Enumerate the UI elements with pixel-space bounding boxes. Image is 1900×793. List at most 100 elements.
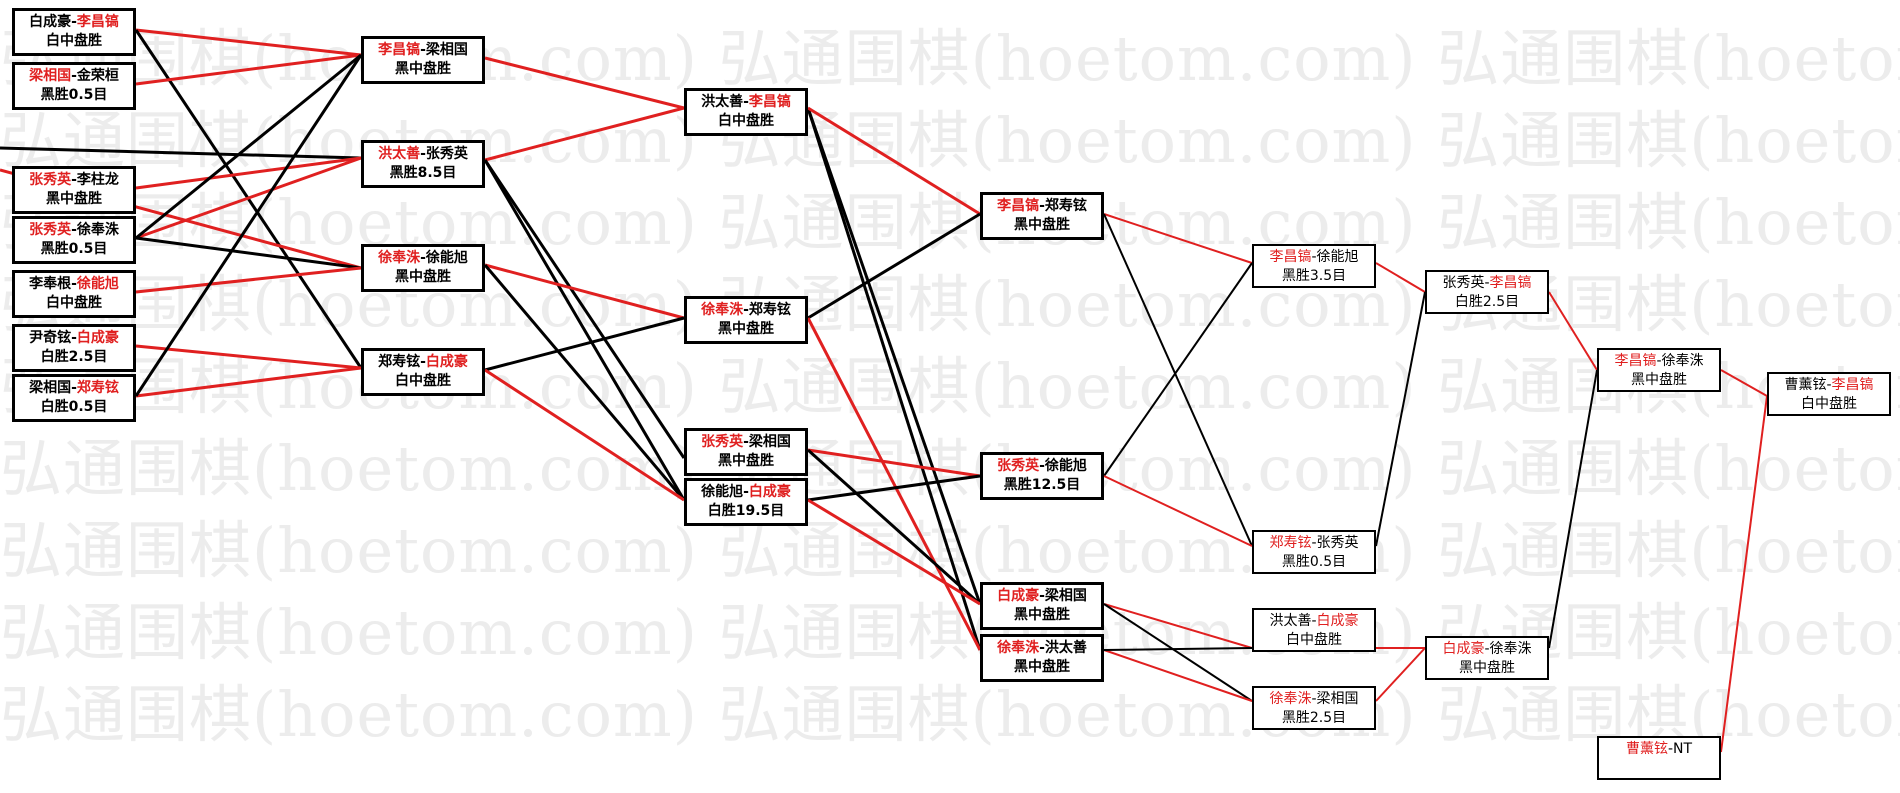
player-name: 李昌镐 (1614, 353, 1657, 369)
player-name: 洪太善 (1044, 640, 1087, 656)
connector-line (135, 28, 362, 57)
player-name: 洪太善 (701, 94, 744, 110)
match-result: 黑中盘胜 (1014, 607, 1070, 623)
match-r1b: 梁相国-金荣桓黑胜0.5目 (12, 62, 136, 110)
player-name: 尹奇铉 (29, 330, 72, 346)
match-result: 黑中盘胜 (1014, 659, 1070, 675)
player-name: 金荣桓 (76, 68, 119, 84)
match-result: 黑中盘胜 (395, 269, 451, 285)
match-r2a: 李昌镐-梁相国黑中盘胜 (361, 36, 485, 84)
player-name: 徐奉洙 (1269, 691, 1312, 707)
connector-line (135, 156, 362, 240)
match-r3c: 张秀英-梁相国黑中盘胜 (684, 428, 808, 476)
connector-line (807, 212, 981, 320)
player-name: 徐奉洙 (701, 302, 744, 318)
match-result: 白中盘胜 (46, 295, 102, 311)
connector-line (1548, 291, 1598, 371)
match-result: 白中盘胜 (46, 33, 102, 49)
connector-line (1720, 369, 1768, 397)
match-r4c: 白成豪-梁相国黑中盘胜 (980, 582, 1104, 630)
player-name: 徐能旭 (425, 250, 468, 266)
player-name: 白成豪 (997, 588, 1040, 604)
connector-line (484, 106, 685, 162)
match-result: 黑胜0.5目 (1281, 554, 1347, 570)
player-name: 李昌镐 (76, 14, 119, 30)
match-result: 白胜19.5目 (707, 503, 785, 519)
connector-line (1548, 369, 1598, 649)
match-r4b: 张秀英-徐能旭黑胜12.5目 (980, 452, 1104, 500)
player-name: 梁相国 (29, 68, 72, 84)
match-result: 白胜0.5目 (40, 399, 108, 415)
connector-line (135, 53, 362, 240)
match-result: 白中盘胜 (718, 113, 774, 129)
match-result: 黑中盘胜 (1014, 217, 1070, 233)
player-name: 白成豪 (748, 484, 791, 500)
connector-line (1375, 291, 1426, 547)
connector-line (484, 368, 685, 502)
match-result: 白中盘胜 (1801, 396, 1857, 412)
connector-line (1103, 647, 1253, 651)
player-name: 洪太善 (1269, 613, 1312, 629)
player-name: NT (1673, 741, 1693, 757)
match-r7a: 李昌镐-徐奉洙黑中盘胜 (1597, 348, 1721, 392)
match-r2b: 洪太善-张秀英黑胜8.5目 (361, 140, 485, 188)
player-name: 梁相国 (425, 42, 468, 58)
match-r3b: 徐奉洙-郑寿铉黑中盘胜 (684, 296, 808, 344)
match-r1f: 尹奇铉-白成豪白胜2.5目 (12, 324, 136, 372)
match-result: 黑中盘胜 (46, 191, 102, 207)
player-name: 李柱龙 (76, 172, 119, 188)
match-result: 黑中盘胜 (1459, 660, 1515, 676)
connector-line (807, 498, 981, 606)
match-r3a: 洪太善-李昌镐白中盘胜 (684, 88, 808, 136)
match-r1e: 李奉根-徐能旭白中盘胜 (12, 270, 136, 318)
player-name: 李昌镐 (1269, 249, 1312, 265)
player-name: 梁相国 (29, 380, 72, 396)
connector-line (483, 159, 686, 501)
connector-line (806, 448, 982, 606)
player-name: 张秀英 (701, 434, 744, 450)
match-result: 白中盘胜 (1286, 632, 1342, 648)
match-r4a: 李昌镐-郑寿铉黑中盘胜 (980, 192, 1104, 240)
connector-line (1103, 603, 1253, 702)
player-name: 徐能旭 (76, 276, 119, 292)
player-name: 张秀英 (425, 146, 468, 162)
connector-line (1103, 213, 1253, 264)
player-name: 徐奉洙 (76, 222, 119, 238)
player-name: 徐奉洙 (997, 640, 1040, 656)
player-name: 梁相国 (1044, 588, 1087, 604)
player-name: 徐能旭 (1044, 458, 1087, 474)
connector-line (134, 54, 363, 397)
match-result: 黑中盘胜 (395, 61, 451, 77)
player-name: 李昌镐 (378, 42, 421, 58)
match-r4d: 徐奉洙-洪太善黑中盘胜 (980, 634, 1104, 682)
match-r3d: 徐能旭-白成豪白胜19.5目 (684, 478, 808, 526)
connector-line (484, 263, 685, 320)
connector-line (135, 266, 362, 294)
match-r5d: 徐奉洙-梁相国黑胜2.5目 (1252, 686, 1376, 730)
player-name: 梁相国 (1316, 691, 1359, 707)
player-name: 李昌镐 (997, 198, 1040, 214)
player-name: 郑寿铉 (1269, 535, 1312, 551)
match-r6b: 白成豪-徐奉洙黑中盘胜 (1425, 636, 1549, 680)
player-name: 曹薰铉 (1625, 741, 1668, 757)
match-r5b: 郑寿铉-张秀英黑胜0.5目 (1252, 530, 1376, 574)
connector-line (806, 107, 982, 605)
match-r2c: 徐奉洙-徐能旭黑中盘胜 (361, 244, 485, 292)
connector-line (806, 317, 982, 651)
player-name: 李奉根 (29, 276, 72, 292)
connector-line (135, 53, 362, 86)
player-name: 徐能旭 (1316, 249, 1359, 265)
connector-line (483, 264, 686, 501)
match-result: 黑胜8.5目 (389, 165, 457, 181)
match-r5c: 洪太善-白成豪白中盘胜 (1252, 608, 1376, 652)
match-result: 黑胜0.5目 (40, 241, 108, 257)
connector-line (0, 146, 362, 160)
player-name: 张秀英 (29, 172, 72, 188)
match-r7b: 曹薰铉-NT (1597, 736, 1721, 780)
player-name: 白成豪 (1442, 641, 1485, 657)
match-r5a: 李昌镐-徐能旭黑胜3.5目 (1252, 244, 1376, 288)
player-name: 白成豪 (425, 354, 468, 370)
connector-line (1103, 603, 1253, 649)
connector-line (807, 448, 981, 478)
player-name: 白成豪 (76, 330, 119, 346)
